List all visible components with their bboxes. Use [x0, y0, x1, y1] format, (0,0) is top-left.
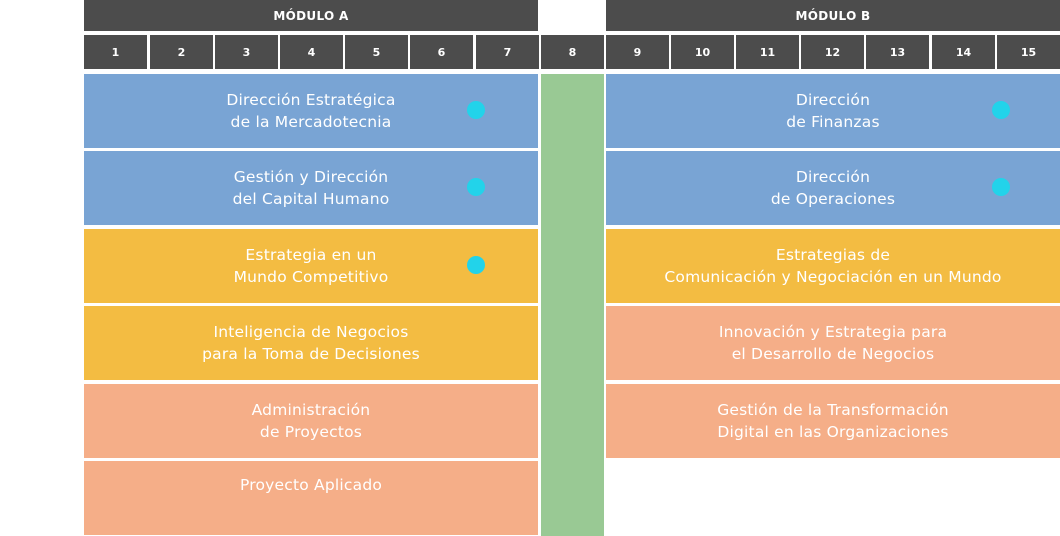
module-b-header: MÓDULO B — [606, 0, 1060, 31]
course-title: Inteligencia de Negocios para la Toma de… — [202, 323, 420, 363]
course-block: Dirección de Operaciones — [606, 151, 1060, 225]
highlight-dot-icon — [467, 256, 485, 274]
course-block: Innovación y Estrategia para el Desarrol… — [606, 306, 1060, 380]
highlight-dot-icon — [467, 178, 485, 196]
week-number: 14 — [932, 35, 995, 69]
course-block: Gestión y Dirección del Capital Humano — [84, 151, 538, 225]
week-number: 1 — [84, 35, 147, 69]
course-title: Administración de Proyectos — [251, 401, 371, 441]
week-8-spine — [541, 74, 604, 536]
week-number: 2 — [150, 35, 213, 69]
highlight-dot-icon — [992, 178, 1010, 196]
course-title: Proyecto Aplicado — [239, 476, 383, 494]
week-number: 15 — [997, 35, 1060, 69]
course-title: Estrategia en un Mundo Competitivo — [233, 246, 389, 286]
course-block: Gestión de la Transformación Digital en … — [606, 384, 1060, 458]
week-number: 6 — [410, 35, 473, 69]
week-number: 4 — [280, 35, 343, 69]
course-block: Proyecto Aplicado — [84, 461, 538, 535]
course-title: Innovación y Estrategia para el Desarrol… — [718, 323, 948, 363]
course-block: Estrategia en un Mundo Competitivo — [84, 229, 538, 303]
course-title: Dirección Estratégica de la Mercadotecni… — [226, 91, 396, 131]
week-number: 13 — [866, 35, 929, 69]
course-block: Dirección de Finanzas — [606, 74, 1060, 148]
week-number: 9 — [606, 35, 669, 69]
week-number: 8 — [541, 35, 604, 69]
module-a-header: MÓDULO A — [84, 0, 538, 31]
course-title: Dirección de Operaciones — [770, 168, 896, 208]
week-number: 3 — [215, 35, 278, 69]
course-title: Gestión y Dirección del Capital Humano — [232, 168, 390, 208]
course-block: Inteligencia de Negocios para la Toma de… — [84, 306, 538, 380]
highlight-dot-icon — [467, 101, 485, 119]
week-number: 7 — [476, 35, 539, 69]
week-number: 5 — [345, 35, 408, 69]
week-number: 11 — [736, 35, 799, 69]
course-block: Estrategias de Comunicación y Negociació… — [606, 229, 1060, 303]
course-title: Gestión de la Transformación Digital en … — [717, 401, 949, 441]
week-number: 10 — [671, 35, 734, 69]
highlight-dot-icon — [992, 101, 1010, 119]
course-block: Administración de Proyectos — [84, 384, 538, 458]
week-number: 12 — [801, 35, 864, 69]
course-block: Dirección Estratégica de la Mercadotecni… — [84, 74, 538, 148]
course-title: Estrategias de Comunicación y Negociació… — [664, 246, 1002, 286]
course-title: Dirección de Finanzas — [786, 91, 880, 131]
